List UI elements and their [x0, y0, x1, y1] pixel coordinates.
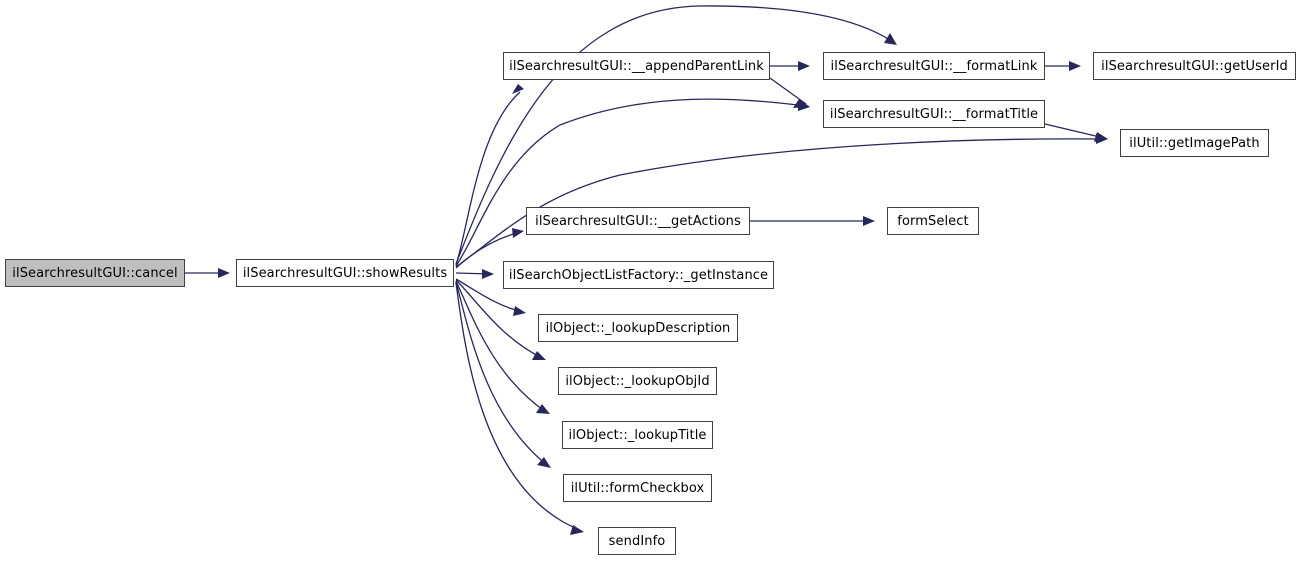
edge-formatTitle-to-getImagePath [1044, 123, 1108, 142]
graph-node-label: ilSearchresultGUI::__getActions [535, 213, 741, 229]
edge-showResults-to-lookupObjId [455, 279, 546, 360]
edge-formatLink-to-getUserId [1045, 61, 1081, 71]
edge-showResults-to-lookupDescription [455, 278, 526, 316]
edge-showResults-to-sendInfo [455, 282, 584, 535]
graph-node-lookupObjId[interactable]: ilObject::_lookupObjId [558, 367, 717, 395]
graph-node-label: ilSearchresultGUI::cancel [12, 265, 178, 281]
graph-node-getActions[interactable]: ilSearchresultGUI::__getActions [526, 207, 750, 235]
graph-node-cancel[interactable]: ilSearchresultGUI::cancel [5, 259, 185, 287]
graph-node-label: ilSearchObjectListFactory::_getInstance [508, 267, 769, 283]
graph-node-label: ilObject::_lookupTitle [568, 427, 707, 443]
graph-node-label: sendInfo [608, 533, 666, 549]
graph-node-label: ilSearchresultGUI::getUserId [1101, 58, 1288, 74]
graph-node-label: ilObject::_lookupObjId [565, 373, 710, 389]
arrowhead-icon [532, 351, 546, 360]
graph-node-appendParentLink[interactable]: ilSearchresultGUI::__appendParentLink [503, 52, 770, 80]
arrowhead-icon [512, 228, 524, 238]
arrowhead-icon [570, 525, 584, 535]
arrowhead-icon [536, 404, 550, 414]
graph-node-label: ilSearchresultGUI::showResults [242, 265, 448, 281]
arrowhead-icon [218, 268, 230, 278]
graph-node-lookupDescription[interactable]: ilObject::_lookupDescription [538, 314, 738, 342]
graph-node-label: ilUtil::getImagePath [1129, 135, 1260, 151]
edge-showResults-to-formCheckbox [455, 281, 551, 468]
graph-node-formatLink[interactable]: ilSearchresultGUI::__formatLink [823, 52, 1045, 80]
arrowhead-icon [482, 269, 494, 279]
graph-node-label: ilObject::_lookupDescription [545, 320, 731, 336]
graph-node-label: ilSearchresultGUI::__appendParentLink [509, 58, 764, 74]
edge-appendParentLink-to-formatTitle [769, 77, 810, 108]
arrowhead-icon [1094, 132, 1108, 142]
arrowhead-icon [513, 306, 526, 316]
arrowhead-icon [884, 33, 897, 45]
arrowhead-icon [512, 84, 524, 94]
graph-node-lookupTitle[interactable]: ilObject::_lookupTitle [562, 421, 713, 449]
edge-appendParentLink-to-formatLink [770, 61, 810, 71]
arrowhead-icon [537, 457, 551, 468]
arrowhead-icon [863, 216, 875, 226]
edge-cancel-to-showResults [185, 268, 230, 278]
graph-node-label: formSelect [897, 213, 969, 229]
graph-node-formCheckbox[interactable]: ilUtil::formCheckbox [563, 474, 712, 502]
edge-showResults-to-formatTitle [455, 98, 810, 267]
arrowhead-icon [798, 61, 810, 71]
edge-showResults-to-getImagePath [455, 134, 1108, 268]
edge-showResults-to-lookupTitle [455, 280, 550, 414]
edge-showResults-to-getInstance [455, 269, 494, 279]
graph-node-getInstance[interactable]: ilSearchObjectListFactory::_getInstance [503, 261, 774, 289]
graph-node-sendInfo[interactable]: sendInfo [598, 527, 676, 555]
graph-node-showResults[interactable]: ilSearchresultGUI::showResults [236, 259, 454, 287]
graph-node-getImagePath[interactable]: ilUtil::getImagePath [1120, 129, 1269, 157]
arrowhead-icon [793, 99, 810, 108]
arrowhead-icon [1069, 61, 1081, 71]
edge-getActions-to-formSelect [750, 216, 875, 226]
graph-node-label: ilUtil::formCheckbox [570, 480, 705, 496]
edge-showResults-to-formatLink [455, 5, 897, 265]
graph-node-formSelect[interactable]: formSelect [887, 207, 979, 235]
graph-node-label: ilSearchresultGUI::__formatLink [830, 58, 1038, 74]
graph-node-getUserId[interactable]: ilSearchresultGUI::getUserId [1093, 52, 1296, 80]
edge-showResults-to-getActions [455, 228, 524, 269]
graph-node-formatTitle[interactable]: ilSearchresultGUI::__formatTitle [823, 100, 1045, 128]
graph-node-label: ilSearchresultGUI::__formatTitle [829, 106, 1039, 122]
edge-showResults-to-appendParentLink [455, 84, 524, 266]
